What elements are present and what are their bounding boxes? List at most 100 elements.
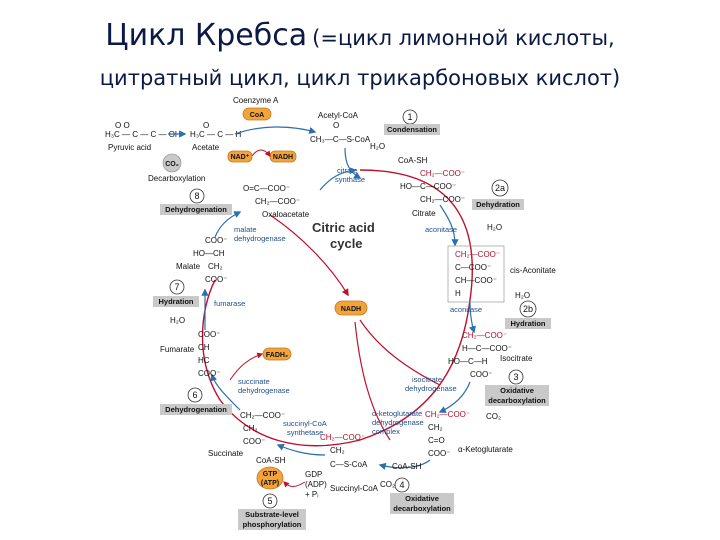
h2o-step-7: H₂O [170,316,185,325]
enzyme-isocitrate-dh-2: dehydrogenase [405,384,457,393]
succinyl-ch2-top: CH₂—COO⁻ [320,433,365,442]
step-4-number: 4 [399,480,404,490]
step-4-label-1: Oxidative [405,494,439,503]
coenzyme-a-label: Coenzyme A [233,96,279,105]
step-4-box [390,493,454,514]
akg-ch2-top: CH₂—COO⁻ [425,410,470,419]
cis-aconitate-bracket [447,245,505,303]
nad-plus-label: NAD⁺ [231,154,250,161]
oxaloacetate-to-nadh-arrow [269,214,349,297]
enzyme-citrate-synthase-1: citrate [337,166,357,175]
succinyl-coa-to-succinate-arrow [276,443,326,456]
nadh-center-pill [334,300,368,316]
h2o-step-2a: H₂O [487,223,502,232]
step-3-label-1: Oxidative [500,386,534,395]
step-3-box [485,385,549,406]
citrate-ch2-bottom: CH₂—COO⁻ [420,195,465,204]
gdp-label: GDP [305,470,322,479]
citrate-label: Citrate [412,209,436,218]
isocitrate-coo: COO⁻ [470,370,492,379]
succinate-ch2-top: CH₂—COO⁻ [240,411,285,420]
step-6-label: Dehydrogenation [165,405,227,414]
enzyme-aconitase-1: aconitase [425,225,457,234]
co2-step-4: CO₂ [380,480,395,489]
step-3-marker [508,369,524,385]
malate-label: Malate [176,262,201,271]
nadh-center-label: NADH [341,306,361,313]
oxaloacetate-to-citrate-arrow [319,167,357,191]
fumarate-label: Fumarate [160,345,195,354]
succinyl-ch2: CH₂ [330,446,345,455]
step-3-label-2: decarboxylation [488,396,546,405]
enzyme-akg-dh-3: complex [372,427,400,436]
isocitrate-label: Isocitrate [500,354,533,363]
cis-aconitate-to-isocitrate-arrow [468,301,476,334]
malate-coo-bottom: COO⁻ [205,275,227,284]
step-4-marker [394,477,410,493]
gdp-to-gtp-arrow [283,481,306,488]
oxaloacetate-top: O=C—COO⁻ [243,184,290,193]
step-2b-box [505,318,551,329]
cis-aconitate-c: C—COO⁻ [455,263,491,272]
step-7-box [153,296,199,307]
acetate-label: Acetate [192,143,220,152]
cis-aconitate-ch: CH₂—COO⁻ [455,250,500,259]
citrate-center: HO—C—COO⁻ [400,182,456,191]
akg-label: α-Ketoglutarate [458,445,513,454]
step-1-box [384,124,440,135]
coa-sh-step-5: CoA-SH [256,456,286,465]
enzyme-succinate-dh-1: succinate [238,377,270,386]
enzyme-isocitrate-dh-1: isocitrate [412,375,442,384]
step-2b-number: 2b [523,304,533,314]
enzyme-malate-dh-1: malate [234,225,257,234]
pyruvic-acid-label: Pyruvic acid [108,143,151,152]
akg-co: C=O [428,436,445,445]
fad-reduction-arrow [229,352,264,381]
center-title-2: cycle [330,236,363,251]
cycle-arc [201,169,473,447]
malate-to-oxaloacetate-arrow [214,211,242,238]
fumarate-hc: HC [198,356,210,365]
pyruvate-oxygens: O O [115,121,130,130]
step-5-number: 5 [267,496,272,506]
enzyme-aconitase-2: aconitase [450,305,482,314]
acetate-formula: H₃C — C — H [190,130,241,139]
acetyl-coa-formula: CH₃—C—S-CoA [310,135,371,144]
malate-ch2: CH₂ [208,262,223,271]
enzyme-succinyl-synthetase-1: succinyl-CoA [283,419,327,428]
fumarate-coo-top: COO⁻ [198,330,220,339]
cis-aconitate-h: H [455,289,461,298]
nad-reduction-arrow [251,149,271,157]
akg-coo: COO⁻ [428,449,450,458]
step-4-label-2: decarboxylation [393,504,451,513]
enzyme-succinate-dh-2: dehydrogenase [238,386,290,395]
acetate-oxygen: O [203,121,209,130]
gtp-label: GTP [263,471,278,478]
akg-to-succinyl-coa-arrow [378,459,431,470]
acetyl-coa-entry-arrow [344,147,362,179]
nadh-to-isocitrate-arrow [359,319,441,386]
enzyme-malate-dh-2: dehydrogenase [234,234,286,243]
coa-pill [242,107,272,121]
nadh-to-akg-arrow [354,321,391,441]
akg-ch2: CH₂ [428,423,443,432]
adp-label: (ADP) [305,480,327,489]
co2-bubble [162,153,182,173]
step-7-label: Hydration [158,297,193,306]
oxaloacetate-ch2: CH₂—COO⁻ [255,197,300,206]
step-8-number: 8 [194,191,199,201]
succinyl-coa-label: Succinyl-CoA [330,484,379,493]
title-line-2: цитратный цикл, цикл трикарбоновых кисло… [99,66,621,90]
isocitrate-ch: H—C—COO⁻ [462,344,512,353]
succinate-ch2: CH₂ [243,424,258,433]
title-rest: (=цикл лимонной кислоты, [312,26,615,50]
step-5-box [238,509,306,530]
succinate-label: Succinate [208,449,244,458]
step-6-number: 6 [192,390,197,400]
malate-hoch: HO—CH [193,249,225,258]
step-5-label-1: Substrate-level [245,510,299,519]
enzyme-succinyl-synthetase-2: synthetase [287,428,323,437]
pyruvate-formula: H₃C — C — C — OH [105,130,181,139]
succinate-to-fumarate-arrow [210,373,241,411]
isocitrate-to-akg-arrow [438,381,471,413]
